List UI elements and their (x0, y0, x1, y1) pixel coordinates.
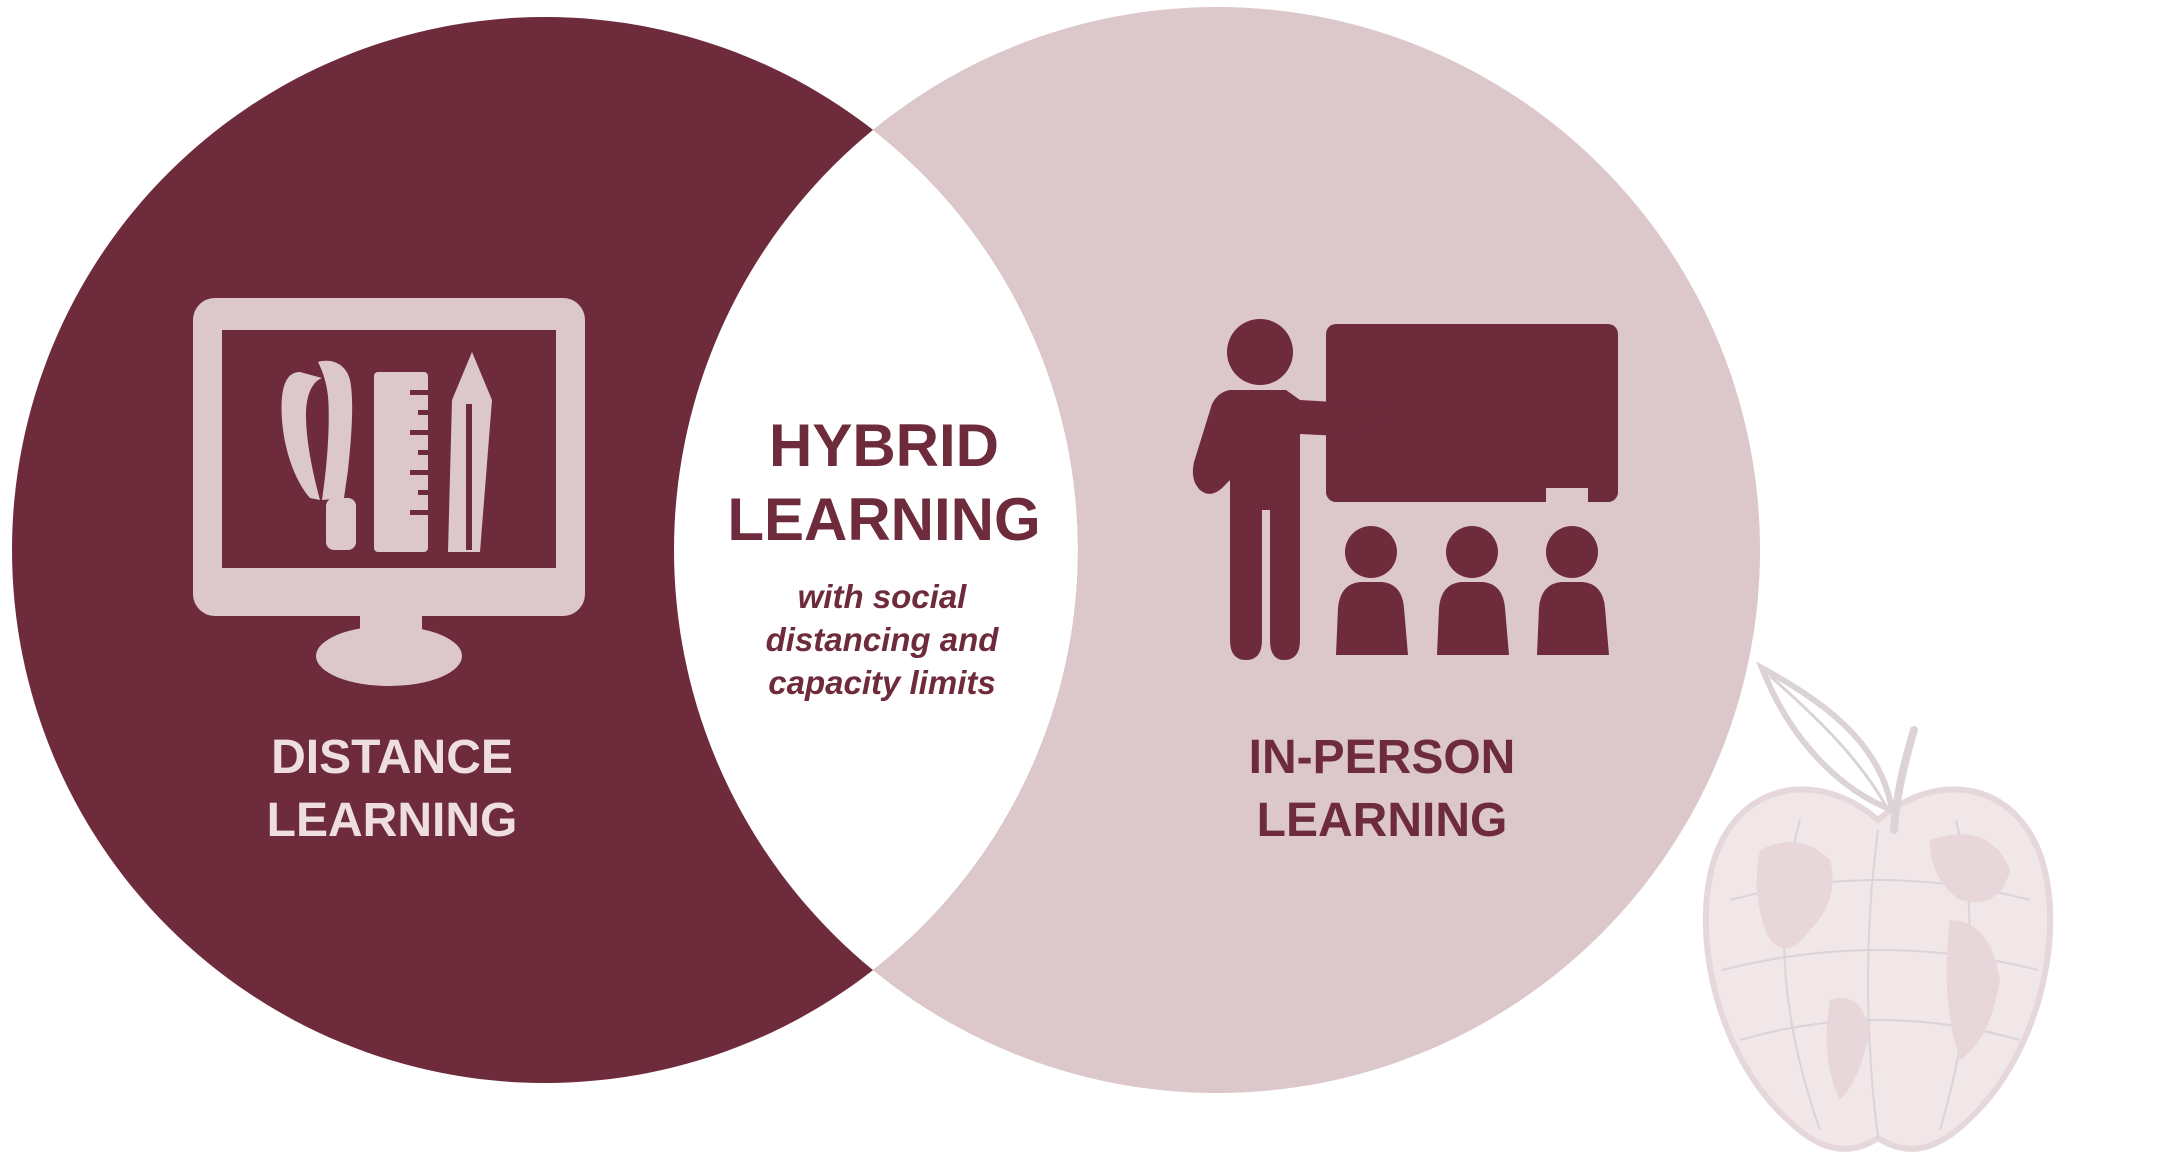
hybrid-title-line1: HYBRID (769, 412, 999, 479)
in-person-label-line2: LEARNING (1257, 794, 1508, 847)
distance-label-line1: DISTANCE (271, 731, 513, 784)
hybrid-overlap (674, 17, 1078, 1083)
teacher-with-students-icon (1192, 319, 1618, 660)
hybrid-title-line2: LEARNING (727, 486, 1040, 553)
distance-label-line2: LEARNING (267, 794, 518, 847)
computer-with-school-supplies-icon (193, 298, 585, 686)
hybrid-note-line1: with social (798, 578, 968, 615)
hybrid-note-line3: capacity limits (768, 664, 995, 701)
hybrid-note-line2: distancing and (766, 621, 1000, 658)
apple-globe-icon (1702, 661, 2054, 1152)
in-person-label-line1: IN-PERSON (1249, 731, 1516, 784)
